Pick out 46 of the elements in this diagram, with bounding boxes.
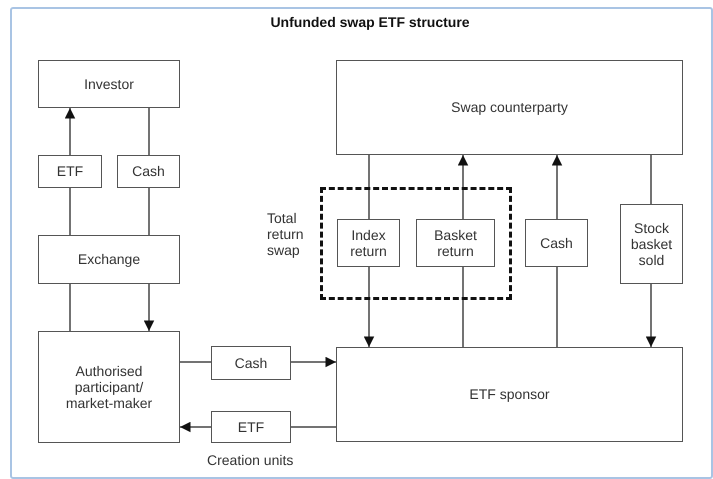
node-label: Swap counterparty xyxy=(450,99,569,116)
node-label: Investor xyxy=(83,76,135,92)
process-box xyxy=(336,60,683,155)
process-box xyxy=(38,331,180,443)
arrow xyxy=(552,155,562,219)
process-box xyxy=(117,155,180,188)
node-label: ETF xyxy=(56,163,84,180)
connector-line xyxy=(291,426,336,428)
process-box xyxy=(620,204,683,284)
node-label: ETF xyxy=(236,418,266,436)
connector-line xyxy=(148,188,150,235)
process-box xyxy=(38,60,180,108)
node-label: Index return xyxy=(349,226,388,260)
arrow xyxy=(458,155,468,219)
arrow xyxy=(646,284,656,347)
diagram-title: Unfunded swap ETF structure xyxy=(269,14,471,30)
arrow xyxy=(64,108,76,155)
connector-line xyxy=(650,155,652,204)
connector-line xyxy=(69,284,71,331)
process-box xyxy=(337,219,400,267)
node-label: Cash xyxy=(131,163,166,180)
arrow xyxy=(364,267,374,347)
node-label: Exchange xyxy=(76,251,142,268)
node-label: ETF sponsor xyxy=(468,386,551,403)
node-label: Cash xyxy=(234,354,268,372)
arrow xyxy=(144,284,154,331)
process-box xyxy=(211,346,291,380)
group-label: Total return swap xyxy=(267,210,305,258)
process-box xyxy=(416,219,495,267)
node-label: Basket return xyxy=(433,226,478,260)
process-box xyxy=(525,219,588,267)
node-caption: Creation units xyxy=(207,452,294,468)
connector-line xyxy=(368,155,370,219)
arrow xyxy=(291,356,336,368)
node-label: Authorised participant/ market-maker xyxy=(64,362,154,412)
process-box xyxy=(38,235,180,284)
arrow xyxy=(180,422,211,432)
connector-line xyxy=(462,267,464,347)
connector-line xyxy=(180,361,211,363)
process-box xyxy=(336,347,683,442)
node-label: Cash xyxy=(539,234,574,252)
node-label: Stock basket sold xyxy=(630,220,674,268)
process-box xyxy=(38,155,102,188)
connector-line xyxy=(148,108,150,155)
connector-line xyxy=(69,188,71,235)
connector-line xyxy=(556,267,558,347)
